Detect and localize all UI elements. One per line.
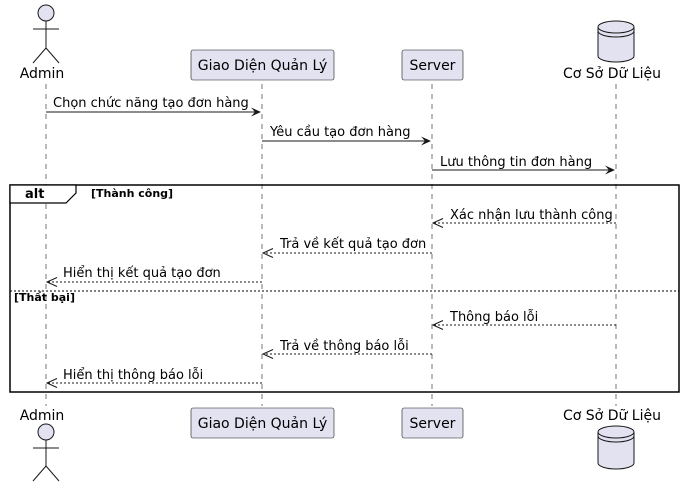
message-1: Chọn chức năng tạo đơn hàng — [46, 96, 261, 117]
lifelines — [45, 84, 617, 406]
actor-icon — [32, 423, 60, 482]
participant-label-ui: Giao Diện Quản Lý — [198, 58, 328, 74]
participant-ui-bottom: Giao Diện Quản Lý — [190, 407, 335, 439]
fragment-condition-success: [Thành công] — [91, 187, 173, 200]
participant-label-ui-bottom: Giao Diện Quản Lý — [198, 416, 328, 432]
message-label-4: Xác nhận lưu thành công — [450, 208, 613, 223]
message-label-5: Trả về kết quả tạo đơn — [279, 237, 426, 252]
participant-label-server: Server — [410, 58, 456, 74]
participant-label-admin: Admin — [20, 66, 65, 82]
message-label-9: Hiển thị thông báo lỗi — [63, 368, 203, 383]
message-8: Trả về thông báo lỗi — [261, 339, 432, 359]
participant-db-bottom: Cơ Sở Dữ Liệu — [563, 408, 661, 470]
participant-admin-bottom: Admin — [20, 408, 65, 482]
participant-label-admin-bottom: Admin — [20, 408, 65, 424]
message-label-6: Hiển thị kết quả tạo đơn — [63, 266, 221, 281]
alt-fragment: alt [Thành công] [Thất bại] — [9, 184, 680, 393]
messages: Chọn chức năng tạo đơn hàng Yêu cầu tạo … — [45, 96, 616, 388]
participant-db-top: Cơ Sở Dữ Liệu — [563, 20, 661, 82]
message-label-2: Yêu cầu tạo đơn hàng — [269, 125, 411, 140]
message-2: Yêu cầu tạo đơn hàng — [262, 125, 431, 146]
participant-label-db: Cơ Sở Dữ Liệu — [563, 66, 661, 82]
participant-label-server-bottom: Server — [410, 416, 456, 432]
participant-label-db-bottom: Cơ Sở Dữ Liệu — [563, 408, 661, 424]
participant-server-bottom: Server — [401, 407, 464, 439]
message-label-3: Lưu thông tin đơn hàng — [440, 155, 592, 170]
participant-server-top: Server — [401, 49, 464, 81]
fragment-keyword: alt — [25, 187, 44, 202]
fragment-condition-failure: [Thất bại] — [14, 291, 75, 304]
actor-icon — [32, 4, 60, 64]
message-3: Lưu thông tin đơn hàng — [432, 155, 615, 175]
message-label-7: Thông báo lỗi — [449, 310, 538, 325]
message-9: Hiển thị thông báo lỗi — [45, 368, 262, 388]
database-icon — [597, 20, 635, 63]
message-5: Trả về kết quả tạo đơn — [261, 237, 432, 258]
database-icon — [597, 425, 635, 470]
message-7: Thông báo lỗi — [431, 310, 616, 330]
participant-ui-top: Giao Diện Quản Lý — [190, 49, 335, 81]
message-label-8: Trả về thông báo lỗi — [279, 339, 409, 354]
message-label-1: Chọn chức năng tạo đơn hàng — [53, 96, 249, 111]
message-6: Hiển thị kết quả tạo đơn — [45, 266, 262, 287]
participant-admin-top: Admin — [20, 4, 65, 82]
message-4: Xác nhận lưu thành công — [431, 208, 616, 228]
